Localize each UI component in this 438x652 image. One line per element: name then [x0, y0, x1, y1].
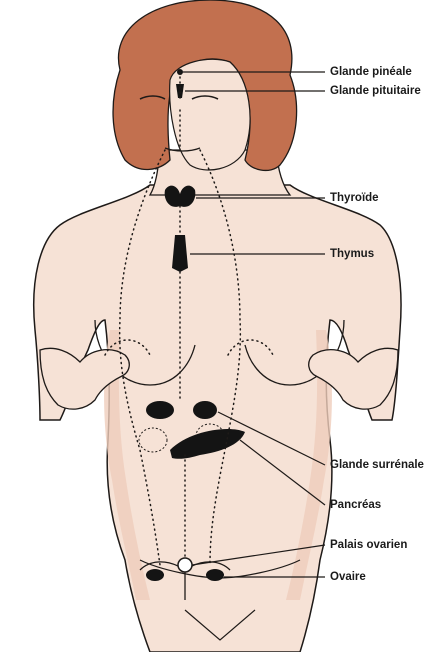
label-ovarian-palace: Palais ovarien: [330, 538, 407, 552]
ovary-right: [206, 569, 224, 581]
label-pancreas: Pancréas: [330, 498, 381, 512]
face: [170, 59, 250, 170]
ovarian-palace: [178, 558, 192, 572]
label-ovary: Ovaire: [330, 570, 366, 584]
label-thyroid: Thyroïde: [330, 191, 379, 205]
ovary-left: [146, 569, 164, 581]
head: [113, 0, 297, 170]
label-pituitary: Glande pituitaire: [330, 84, 421, 98]
adrenal-right: [193, 401, 217, 419]
label-thymus: Thymus: [330, 247, 374, 261]
label-adrenal: Glande surrénale: [330, 458, 424, 472]
adrenal-left: [146, 401, 174, 419]
label-pineal: Glande pinéale: [330, 65, 412, 79]
